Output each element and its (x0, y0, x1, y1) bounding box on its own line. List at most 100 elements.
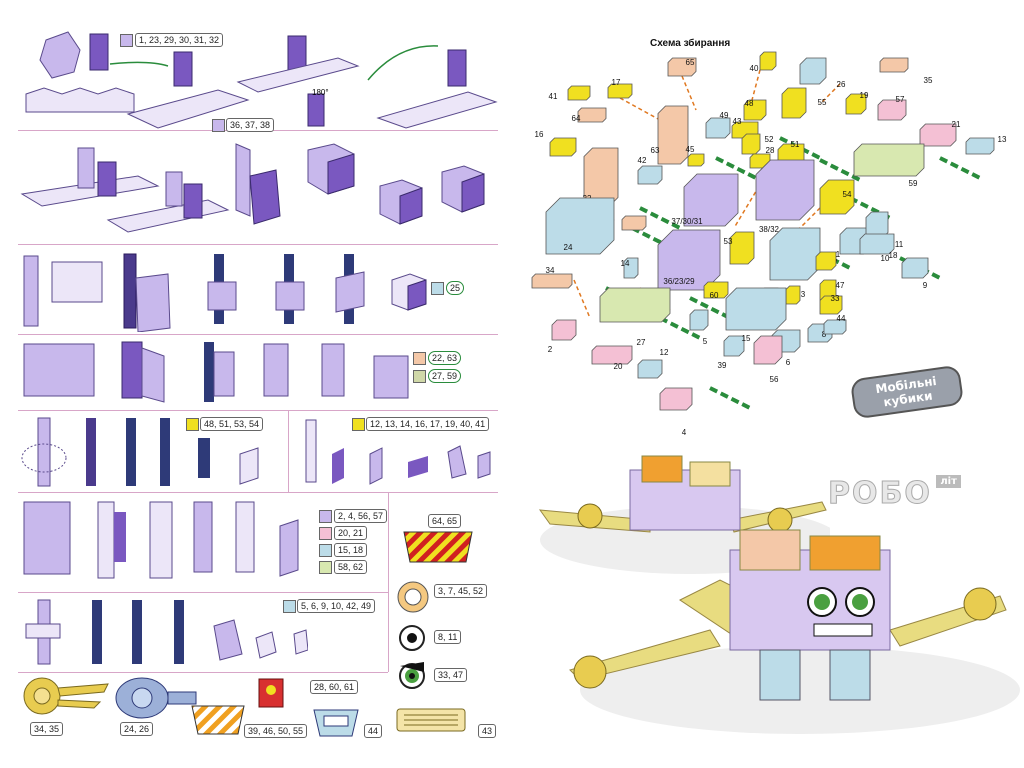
parts-label: 34, 35 (30, 722, 64, 736)
part-number: 10 (881, 254, 890, 263)
green-swatch (319, 561, 332, 574)
part-number: 43 (733, 117, 742, 126)
schema-part: 65 (667, 57, 697, 77)
schema-part: 40 (750, 51, 777, 73)
part-number: 47 (836, 281, 845, 290)
part-number: 38/32 (759, 225, 780, 234)
part-number: 54 (843, 190, 852, 199)
part-number: 36/23/29 (663, 277, 695, 286)
connection-arrow (659, 316, 701, 340)
connection-arrow (819, 158, 861, 182)
step5-diagram (21, 417, 259, 487)
schema-part: 17 (607, 78, 633, 99)
step4-parts-label-b: 27, 59 (428, 369, 462, 383)
schema-part: 12 (637, 348, 669, 379)
part-number: 3 (801, 290, 806, 299)
parts-label: 64, 65 (428, 514, 462, 528)
schema-part: 15 (725, 287, 787, 343)
parts-label: 3, 7, 45, 52 (434, 584, 488, 598)
schema-part: 64 (572, 107, 607, 123)
part-number: 45 (686, 145, 695, 154)
step6-parts-label: 12, 13, 14, 16, 17, 19, 40, 41 (366, 417, 490, 431)
part-number: 6 (786, 358, 791, 367)
robo-logo-text: РОБО (828, 476, 932, 512)
divider (18, 592, 388, 593)
step7-parts-label: 20, 21 (334, 526, 368, 540)
part-number: 19 (860, 91, 869, 100)
schema-part: 38/32 (755, 159, 815, 234)
schema-part: 59 (853, 143, 925, 188)
khaki-swatch (413, 370, 426, 383)
robot-photo-large (569, 529, 1020, 734)
step6-diagram (305, 419, 491, 485)
striped-plate (191, 705, 245, 735)
schema-part: 60 (703, 281, 729, 300)
part-number: 57 (896, 95, 905, 104)
part-number: 59 (909, 179, 918, 188)
part-number: 1 (836, 250, 841, 259)
parts-label: 28, 60, 61 (310, 680, 359, 694)
part-number: 14 (621, 259, 630, 268)
angry-eye-plate (399, 662, 425, 689)
schema-part: 56 (753, 335, 783, 384)
parts-label: 43 (478, 724, 497, 738)
schema-part: 35 (879, 57, 933, 85)
schema-part: 39 (718, 335, 745, 370)
assembly-schema: 6540263517416463494855195721131643525122… (531, 51, 1007, 437)
part-number: 2 (548, 345, 553, 354)
part-number: 13 (998, 135, 1007, 144)
schema-part: 9 (901, 257, 929, 290)
schema-part: 5 (689, 309, 709, 346)
schema-part: 55 (781, 87, 827, 119)
schema-part: 20 (591, 345, 633, 371)
step1-parts-label-2: 36, 37, 38 (226, 118, 275, 132)
part-number: 60 (710, 291, 719, 300)
step1-parts-label: 1, 23, 29, 30, 31, 32 (135, 33, 224, 47)
placement-arrow (573, 279, 591, 319)
schema-part: 24 (545, 197, 615, 255)
part-number: 35 (924, 76, 933, 85)
divider (18, 244, 498, 245)
eye-plate (399, 625, 425, 651)
lightblue-swatch (431, 282, 444, 295)
step1-diagram (25, 31, 498, 129)
schema-part: 34 (531, 266, 573, 289)
step8-diagram (25, 599, 308, 665)
grille-plate (396, 708, 466, 732)
peach-swatch (413, 352, 426, 365)
parts-label: 24, 26 (120, 722, 154, 736)
part-number: 34 (546, 266, 555, 275)
placement-arrow (751, 69, 761, 101)
placement-arrow (733, 167, 771, 229)
divider (18, 410, 498, 411)
part-number: 12 (660, 348, 669, 357)
part-number: 21 (952, 120, 961, 129)
lightblue-swatch (319, 544, 332, 557)
parts-label: 8, 11 (434, 630, 462, 644)
part-number: 40 (750, 64, 759, 73)
schema-part: 16 (535, 130, 577, 157)
vent-plate (313, 709, 359, 737)
schema-part: 4 (659, 387, 693, 437)
schema-part: 18 (859, 233, 898, 260)
connection-arrow (709, 386, 751, 410)
step4-parts-label-a: 22, 63 (428, 351, 462, 365)
part-number: 56 (770, 375, 779, 384)
part-number: 5 (703, 337, 708, 346)
hazard-plate (403, 531, 473, 563)
gear-plate (397, 581, 429, 613)
schema-part: 42 (638, 156, 663, 185)
divider (288, 410, 289, 492)
part-number: 65 (686, 58, 695, 67)
yellow-swatch (352, 418, 365, 431)
part-number: 28 (766, 146, 775, 155)
schema-part: 33 (819, 294, 843, 315)
step3-parts-label: 25 (446, 281, 465, 295)
wing-gear-part (23, 677, 109, 715)
connection-arrow (639, 206, 681, 230)
connection-arrow (715, 156, 757, 180)
part-number: 15 (742, 334, 751, 343)
lilac-swatch (319, 510, 332, 523)
schema-part: 44 (823, 314, 847, 335)
placement-arrow (619, 97, 661, 121)
